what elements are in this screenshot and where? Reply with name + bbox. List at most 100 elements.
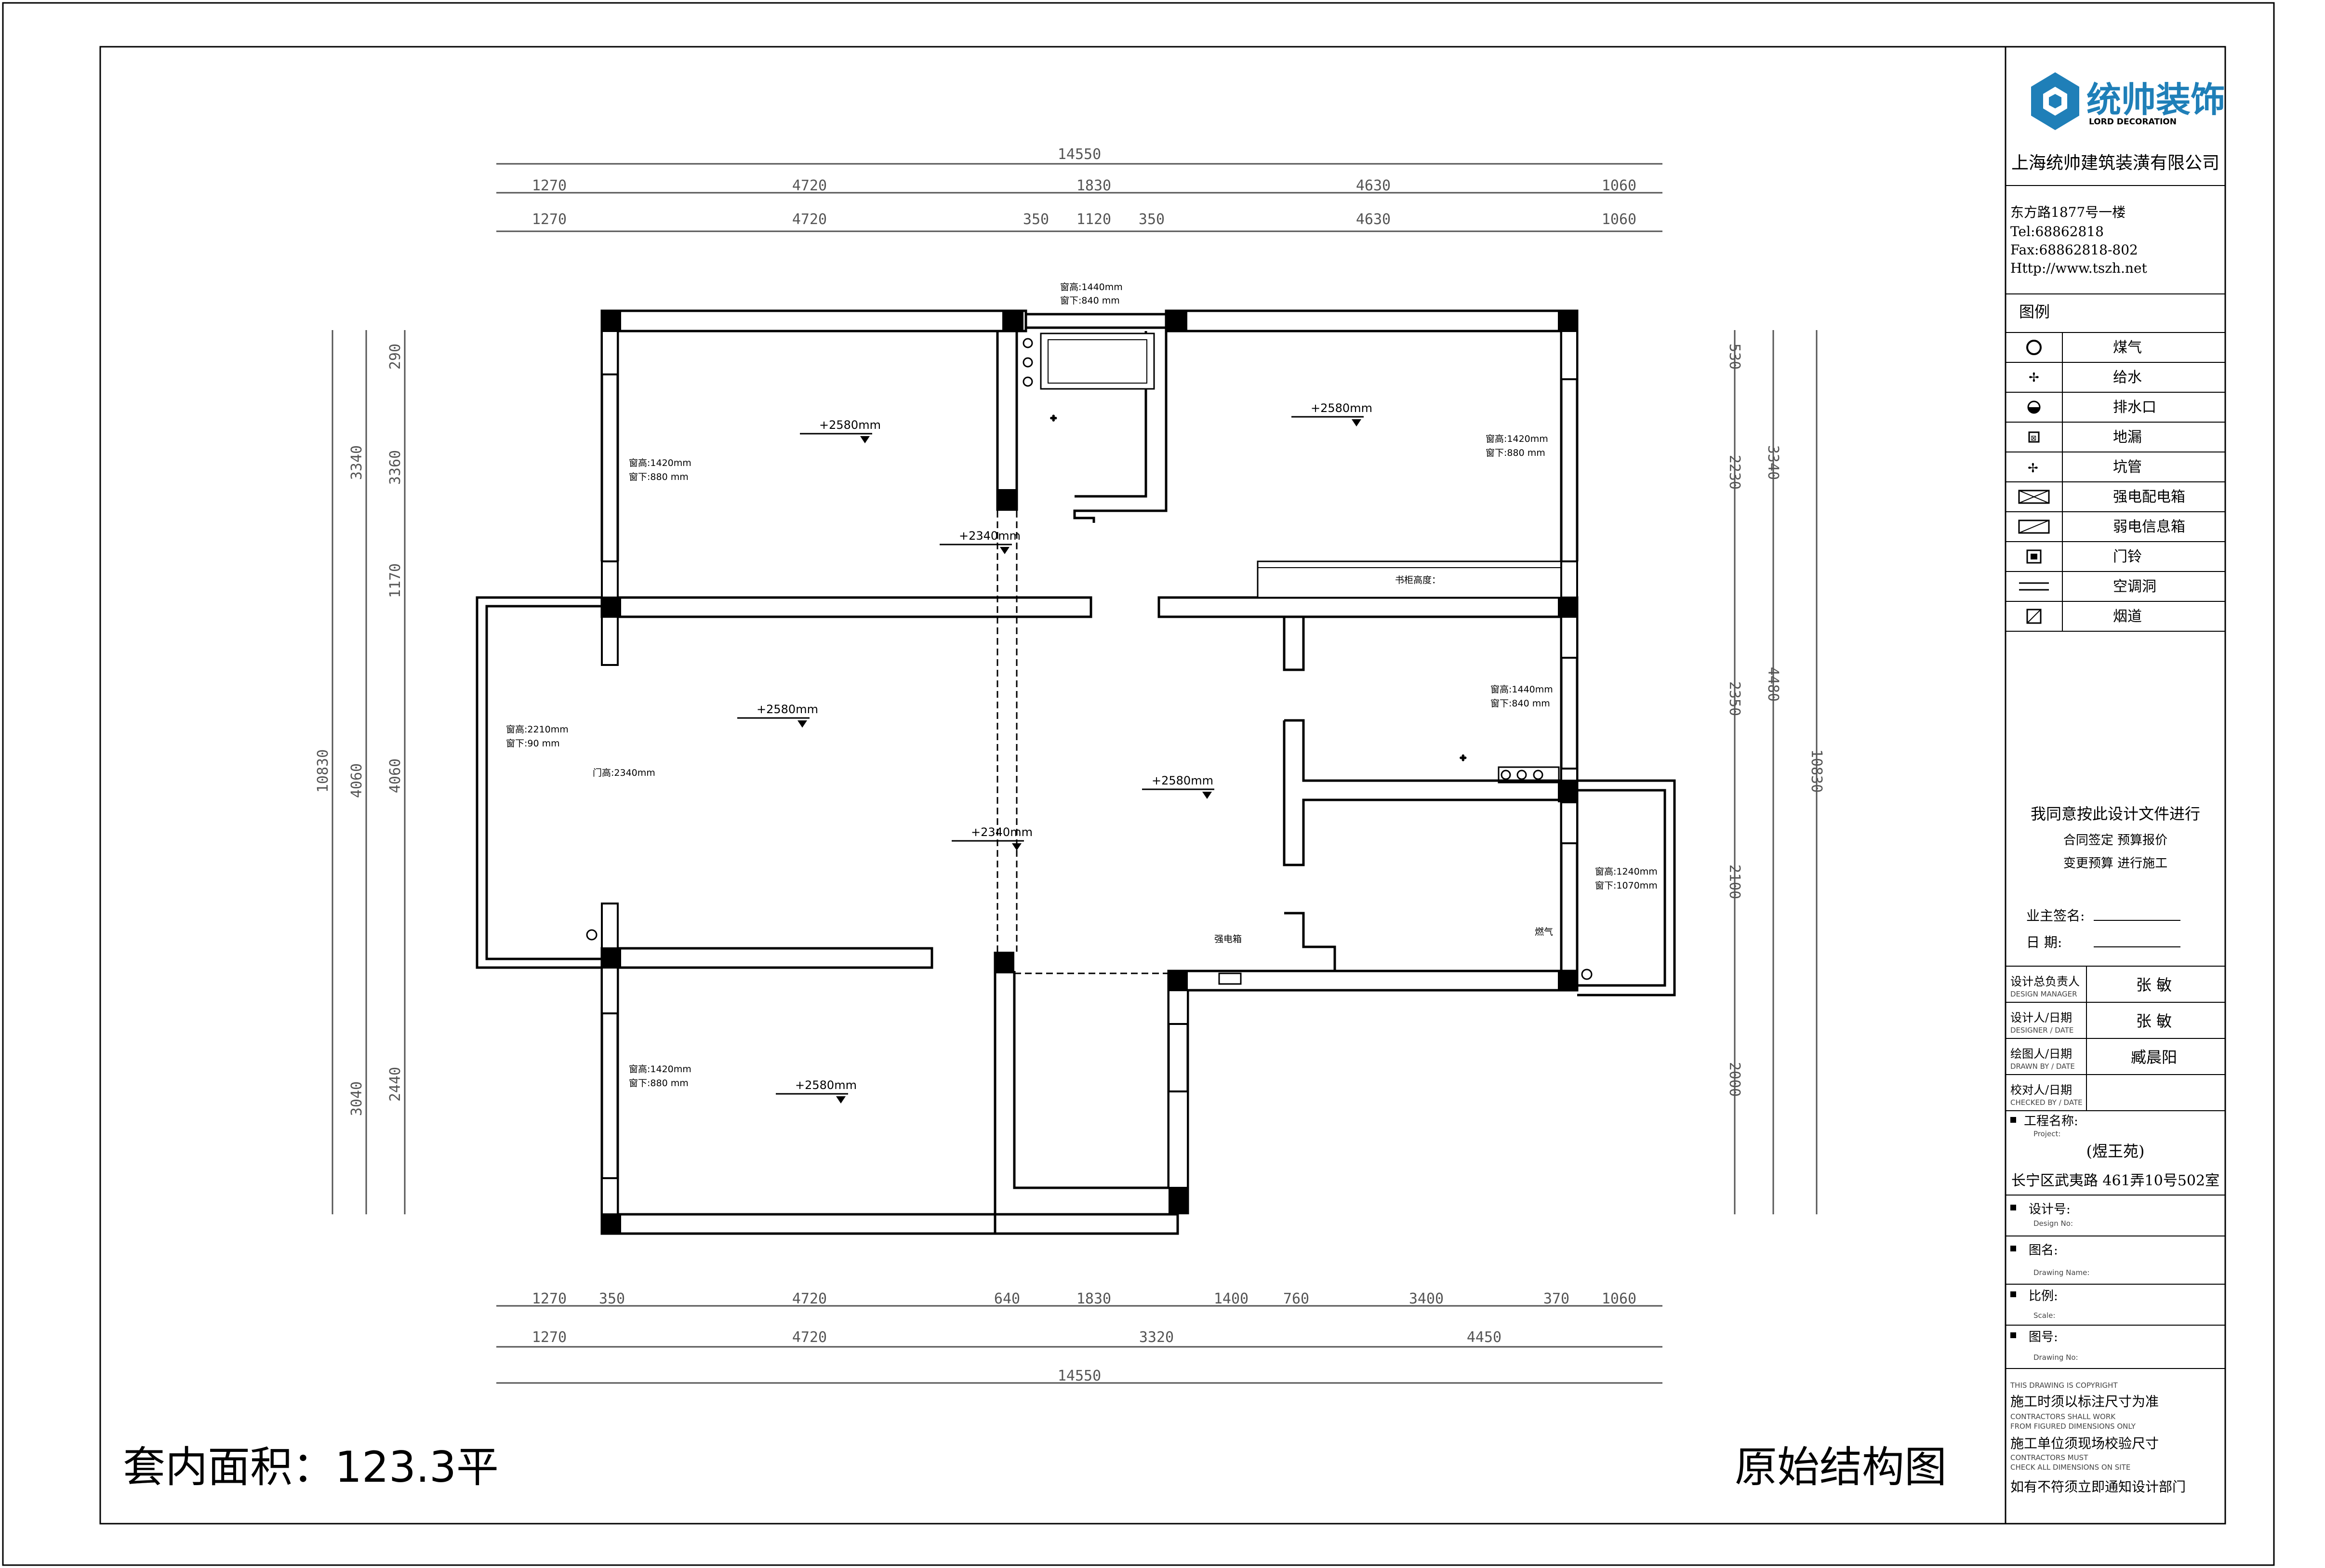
row-label-2: 设计人/日期	[2010, 1011, 2072, 1024]
dim-bot-7: 760	[1283, 1290, 1309, 1307]
dim-left-overall: 10830	[315, 749, 332, 793]
consent-line-3: 变更预算 进行施工	[2063, 856, 2167, 871]
doorbell-icon	[2026, 549, 2042, 564]
dim-top2-6: 4630	[1356, 211, 1391, 228]
level-markers: +2580mm +2580mm +2340mm +2580mm +2580mm …	[737, 401, 1372, 1103]
scale-sub: Scale:	[2033, 1311, 2055, 1320]
drawing-no-label: 图号:	[2029, 1330, 2058, 1344]
design-no-label: 设计号:	[2029, 1202, 2071, 1217]
level-label-5: +2580mm	[1152, 774, 1213, 787]
pipe-symbol-1: ✢	[1050, 414, 1057, 423]
dim-top2-1: 1270	[532, 211, 567, 228]
date-label: 日 期:	[2026, 934, 2062, 950]
consent-text: 我同意按此设计文件进行	[2031, 805, 2200, 823]
level-label-7: +2580mm	[795, 1078, 857, 1092]
win-top-left-b: 窗下:880 mm	[629, 472, 689, 482]
ac-hole-icon	[2019, 582, 2049, 591]
strong-box-note: 强电箱	[1214, 934, 1242, 944]
level-label-1: +2580mm	[819, 418, 881, 432]
inner-frame	[99, 46, 2226, 1525]
legend-label-9: 空调洞	[2113, 578, 2156, 595]
dimension-lines	[332, 163, 1818, 1384]
row-label-1: 设计总负责人	[2010, 975, 2080, 988]
dim-left-3: 3040	[348, 1081, 365, 1116]
win-mid-right-b: 窗下:840 mm	[1490, 698, 1550, 709]
dim-bot2-1: 1270	[532, 1329, 567, 1346]
note-6: CONTRACTORS MUST	[2010, 1453, 2088, 1462]
dim-top2-2: 4720	[792, 211, 827, 228]
win-mid-right-h: 窗高:1440mm	[1490, 684, 1553, 695]
drawing-name-sub: Drawing Name:	[2033, 1268, 2089, 1277]
logo-cn: 统帅装饰	[2086, 80, 2225, 120]
row-label-3: 绘图人/日期	[2010, 1047, 2072, 1061]
flue-icon	[2026, 609, 2042, 624]
drawing-title: 原始结构图	[1735, 1442, 1947, 1492]
win-bottom-left-b: 窗下:880 mm	[629, 1078, 689, 1089]
gas-circle-icon	[2026, 340, 2042, 355]
row-value-1: 张 敏	[2136, 976, 2172, 994]
row-label-4: 校对人/日期	[2010, 1083, 2072, 1097]
area-label: 套内面积：123.3平	[123, 1442, 499, 1492]
dim-right2-2: 2230	[1726, 455, 1743, 490]
dim-right-1: 3340	[1765, 445, 1781, 480]
win-top-right-h: 窗高:1420mm	[1486, 434, 1548, 444]
design-no-sub: Design No:	[2033, 1219, 2073, 1228]
note-4: FROM FIGURED DIMENSIONS ONLY	[2010, 1422, 2136, 1431]
dim-right2-7: 2100	[1726, 864, 1743, 899]
legend-label-3: 排水口	[2113, 399, 2156, 416]
legend-label-2: 给水	[2113, 369, 2142, 386]
dim-top-3: 1830	[1076, 177, 1111, 194]
win-top-center-b: 窗下:840 mm	[1060, 295, 1120, 306]
dim-top-4: 4630	[1356, 177, 1391, 194]
dim-left2-4: 4060	[387, 758, 404, 793]
company-name: 上海统帅建筑装潢有限公司	[2011, 153, 2219, 173]
note-8: 如有不符须立即通知设计部门	[2010, 1479, 2186, 1495]
legend-label-7: 弱电信息箱	[2113, 518, 2185, 535]
dim-overall-bottom: 14550	[1058, 1368, 1101, 1384]
consent-line-2: 合同签定 预算报价	[2063, 833, 2167, 848]
dim-bot-3: 4720	[792, 1290, 827, 1307]
drawing-name-label: 图名:	[2029, 1243, 2058, 1258]
dim-bot-5: 1830	[1076, 1290, 1111, 1307]
svg-text:⊠: ⊠	[2031, 434, 2037, 442]
dim-left-2: 4060	[348, 763, 365, 798]
project-name: (煜王苑)	[2086, 1142, 2145, 1160]
dim-right2-9: 2000	[1726, 1062, 1743, 1097]
project-address: 长宁区武夷路 461弄10号502室	[2011, 1172, 2219, 1189]
dim-top2-4: 1120	[1076, 211, 1111, 228]
pipe-icon: ✢	[2028, 461, 2038, 476]
company-fax: Fax:68862818-802	[2010, 242, 2138, 258]
win-balcony-right-h: 窗高:1240mm	[1595, 866, 1658, 877]
dim-right2-4: 2350	[1726, 681, 1743, 716]
legend-title: 图例	[2019, 303, 2050, 321]
owner-sign-label: 业主签名:	[2026, 908, 2085, 924]
note-2: 施工时须以标注尺寸为准	[2010, 1394, 2159, 1409]
dim-left2-3: 1170	[387, 563, 404, 598]
dim-right-2: 4480	[1765, 667, 1781, 702]
bookshelf-note: 书柜高度：	[1395, 575, 1441, 585]
scale-label: 比例:	[2029, 1289, 2058, 1303]
outer-frame	[2, 2, 2275, 1566]
dim-bot-1: 1270	[532, 1290, 567, 1307]
company-address: 东方路1877号一楼	[2010, 204, 2126, 220]
win-top-right-b: 窗下:880 mm	[1486, 448, 1545, 458]
note-3: CONTRACTORS SHALL WORK	[2010, 1412, 2116, 1421]
legend-label-10: 烟道	[2113, 608, 2142, 625]
row-sub-1: DESIGN MANAGER	[2010, 990, 2077, 998]
level-label-3: +2340mm	[959, 529, 1021, 543]
win-balcony-left-h: 窗高:2210mm	[506, 724, 569, 735]
window-frames	[601, 330, 1578, 1215]
dim-left2-1: 290	[387, 344, 404, 370]
dim-bot-4: 640	[994, 1290, 1020, 1307]
dim-bot-2: 350	[599, 1290, 625, 1307]
gas-note: 燃气	[1535, 927, 1553, 937]
level-label-2: +2580mm	[1311, 401, 1372, 415]
water-supply-icon: ✢	[2029, 371, 2039, 385]
project-label: 工程名称:	[2024, 1114, 2078, 1129]
row-value-3: 臧晨阳	[2131, 1048, 2177, 1066]
note-1: THIS DRAWING IS COPYRIGHT	[2010, 1381, 2118, 1390]
weak-box-icon	[2018, 519, 2050, 534]
pipe-symbol-2: ✢	[1460, 754, 1466, 762]
legend-label-8: 门铃	[2113, 548, 2142, 565]
company-web: Http://www.tszh.net	[2010, 260, 2148, 276]
